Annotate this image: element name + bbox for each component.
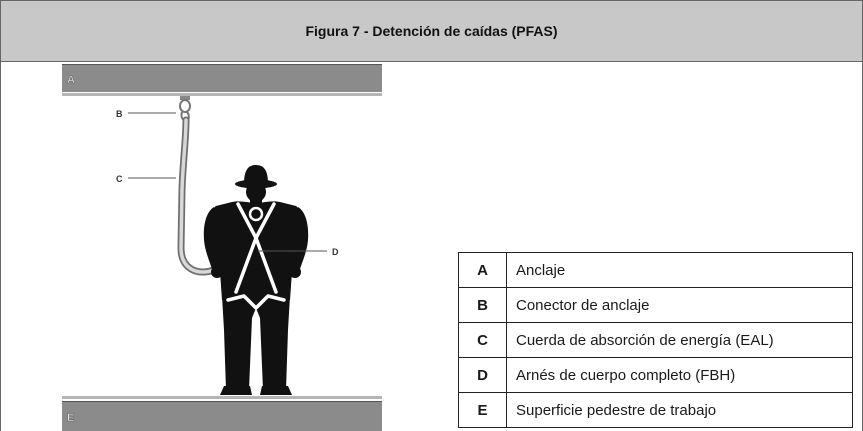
energy-absorbing-lanyard xyxy=(177,116,238,276)
label-d: D xyxy=(332,247,339,257)
legend-row: D Arnés de cuerpo completo (FBH) xyxy=(458,357,853,393)
legend-description: Cuerda de absorción de energía (EAL) xyxy=(506,322,853,358)
legend-row: B Conector de anclaje xyxy=(458,287,853,323)
legend-row: A Anclaje xyxy=(458,252,853,288)
figure-header: Figura 7 - Detención de caídas (PFAS) xyxy=(0,0,863,62)
left-hand xyxy=(211,266,223,278)
legend-letter: C xyxy=(458,322,507,358)
label-a: A xyxy=(67,74,75,86)
legend-description: Arnés de cuerpo completo (FBH) xyxy=(506,357,853,393)
connector-plate xyxy=(180,96,190,100)
right-arm xyxy=(288,207,309,273)
label-e: E xyxy=(67,412,74,424)
harness-right-strap xyxy=(254,236,278,294)
right-boot xyxy=(260,386,292,395)
lanyard-core xyxy=(179,118,236,274)
legend-table: A Anclaje B Conector de anclaje C Cuerda… xyxy=(458,252,853,428)
anchorage-beam-underside xyxy=(62,93,382,96)
label-c: C xyxy=(116,174,123,184)
harness-left-strap xyxy=(234,236,258,294)
label-b: B xyxy=(116,109,123,119)
legs xyxy=(222,296,290,390)
hat-crown xyxy=(244,165,268,184)
legend-description: Superficie pedestre de trabajo xyxy=(506,392,853,428)
left-arm xyxy=(203,207,224,273)
harness-leg-loops xyxy=(226,294,286,310)
legend-description: Conector de anclaje xyxy=(506,287,853,323)
dorsal-d-ring xyxy=(248,206,264,222)
walking-surface-body xyxy=(62,401,382,431)
legend-letter: D xyxy=(458,357,507,393)
full-body-harness xyxy=(226,202,286,310)
connector-ring xyxy=(179,99,191,113)
worker-silhouette xyxy=(203,165,309,395)
legend-row: C Cuerda de absorción de energía (EAL) xyxy=(458,322,853,358)
legend-row: E Superficie pedestre de trabajo xyxy=(458,392,853,428)
left-boot xyxy=(220,386,252,395)
right-hand xyxy=(289,266,301,278)
anchorage-beam-body xyxy=(62,64,382,92)
torso xyxy=(211,201,301,300)
legend-letter: E xyxy=(458,392,507,428)
legend-description: Anclaje xyxy=(506,252,853,288)
legend-letter: B xyxy=(458,287,507,323)
neck xyxy=(250,196,262,204)
figure-title: Figura 7 - Detención de caídas (PFAS) xyxy=(305,23,558,39)
walking-surface: E xyxy=(62,396,382,431)
anchorage-beam: A xyxy=(62,64,382,96)
walking-surface-top xyxy=(62,396,382,399)
legend-letter: A xyxy=(458,252,507,288)
